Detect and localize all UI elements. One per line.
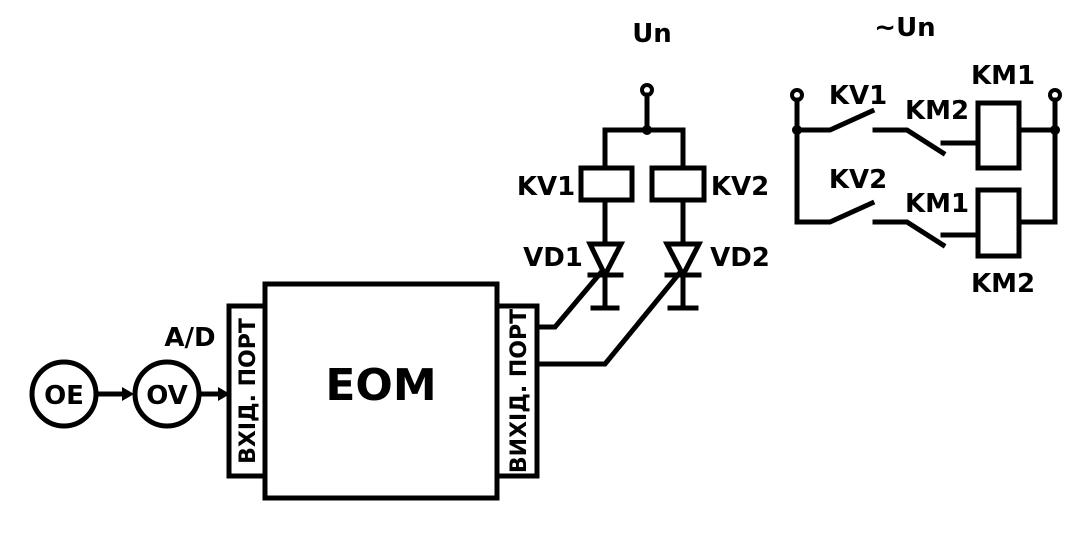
wire-port-vd2 [534, 266, 686, 367]
contactor-coil-km1: KM1 [971, 61, 1035, 171]
ac-supply-label: ~Un [874, 13, 935, 43]
wire-port-vd1 [534, 266, 607, 330]
contact-km2-label: KM2 [905, 96, 969, 126]
contactor-coil-km2: KM2 [971, 187, 1035, 299]
lower-branch-wire [794, 199, 981, 249]
sensor-label: OV [146, 381, 188, 411]
contact-kv1: KV1 [829, 81, 887, 111]
diode-vd2: VD2 [662, 241, 770, 311]
output-port-label: ВИХІД. ПОРТ [507, 309, 532, 473]
diode-vd2-label: VD2 [710, 243, 770, 273]
arrow-oe-ov [122, 387, 134, 401]
relay-coil-kv1: KV1 [517, 165, 635, 203]
contactor-coil-km2-label: KM2 [971, 269, 1035, 299]
diode-vd1: VD1 [523, 241, 626, 311]
arrow-ov-input [218, 387, 230, 401]
contact-kv2: KV2 [829, 165, 887, 195]
object-node: OE [29, 359, 99, 429]
upper-branch-wire [794, 107, 981, 157]
contact-km2: KM2 [905, 96, 969, 126]
computer-label: EOM [325, 360, 436, 411]
contact-kv1-label: KV1 [829, 81, 887, 111]
relay-coil-kv2-label: KV2 [711, 172, 769, 202]
contact-km1-label: KM1 [905, 189, 969, 219]
adc-label: A/D [164, 323, 215, 353]
relay-coil-kv2: KV2 [649, 165, 769, 203]
dc-supply-label: Un [632, 19, 672, 49]
input-port-label: ВХІД. ПОРТ [236, 318, 261, 464]
output-port: ВИХІД. ПОРТ [494, 303, 540, 479]
contactor-coil-km1-label: KM1 [971, 61, 1035, 91]
sensor-node: OV [132, 359, 202, 429]
object-label: OE [44, 381, 84, 411]
input-port: ВХІД. ПОРТ [226, 303, 268, 479]
relay-coil-kv1-label: KV1 [517, 172, 575, 202]
diode-vd1-label: VD1 [523, 243, 583, 273]
computer-block: EOM [262, 281, 500, 501]
contact-kv2-label: KV2 [829, 165, 887, 195]
contact-km1: KM1 [905, 189, 969, 219]
